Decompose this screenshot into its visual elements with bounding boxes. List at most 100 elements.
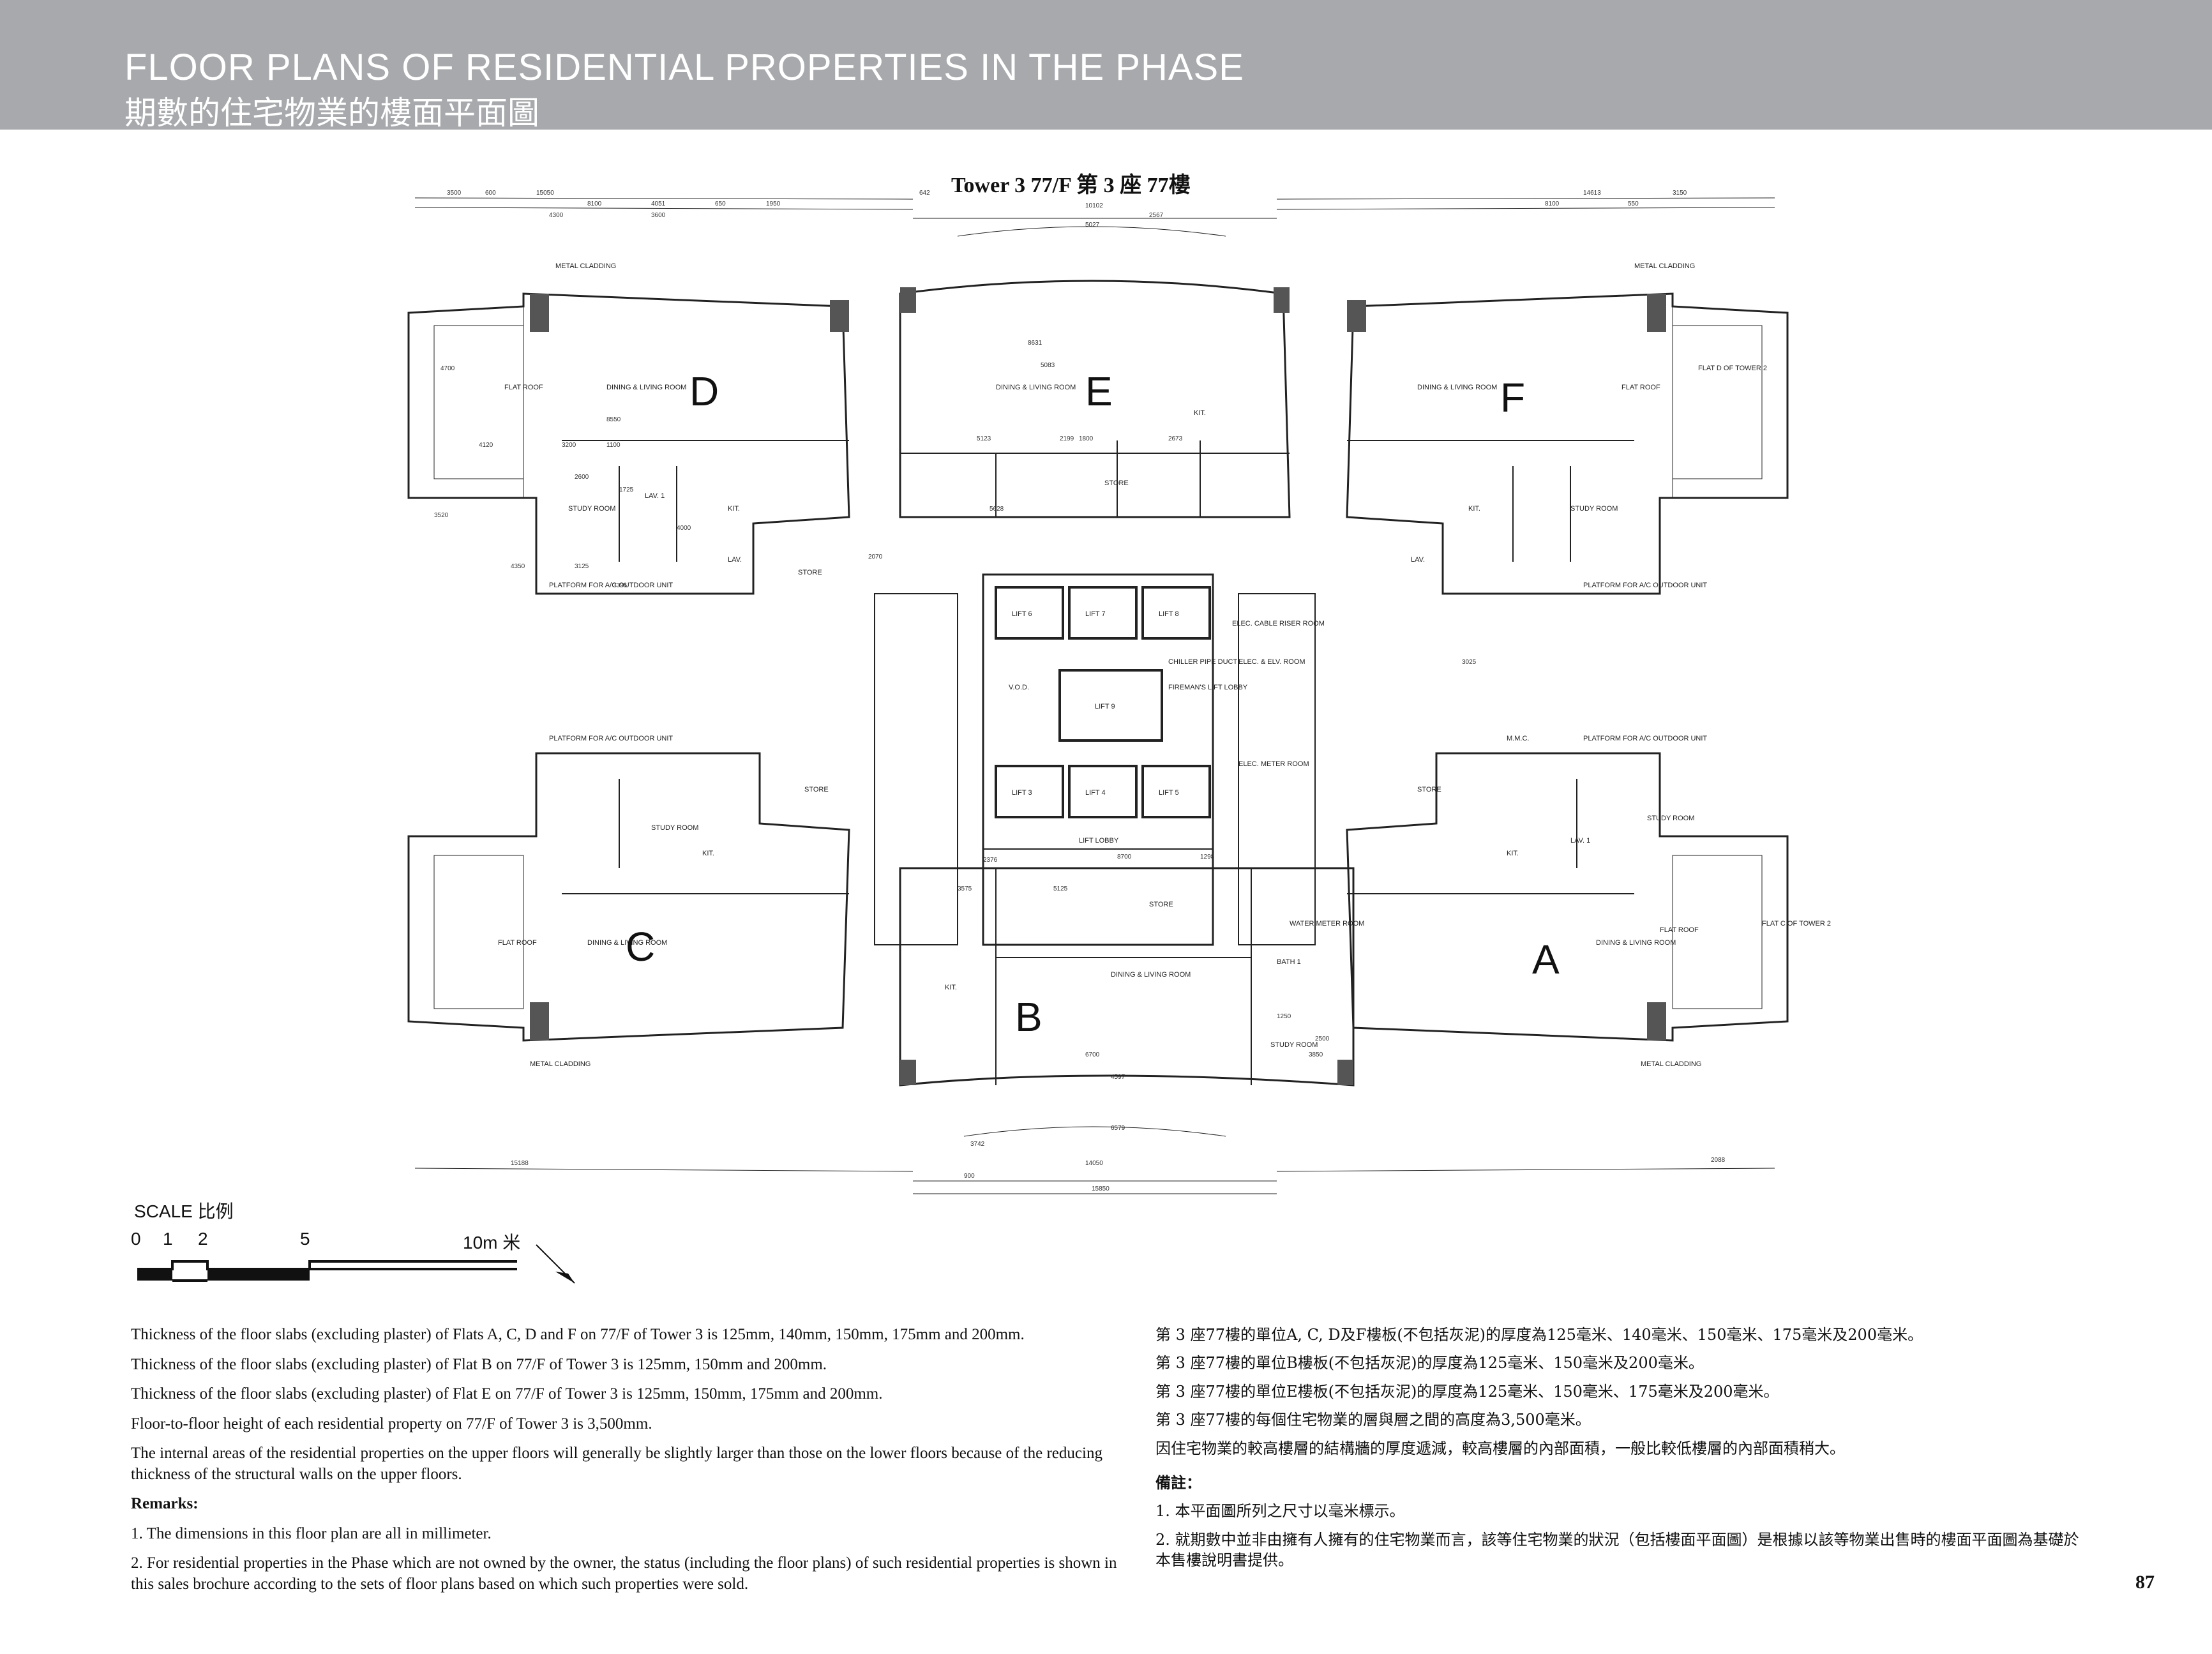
dimension-label: 8100: [587, 200, 602, 207]
dimension-label: 642: [919, 190, 930, 197]
dimension-label: 3150: [1673, 190, 1687, 197]
label-store-b: STORE: [1149, 901, 1173, 908]
label-mmc: M.M.C.: [1507, 735, 1529, 742]
note-en-5: The internal areas of the residential pr…: [131, 1445, 1102, 1483]
flat-label-a: A: [1532, 936, 1560, 982]
label-lav-f: LAV.: [1411, 556, 1425, 564]
note-zh-2: 第 3 座77樓的單位B樓板(不包括灰泥)的厚度為125毫米、150毫米及200…: [1155, 1354, 1704, 1372]
label-study-b: STUDY ROOM: [1270, 1041, 1318, 1049]
title-zh: 期數的住宅物業的樓面平面圖: [124, 94, 539, 132]
dimension-label: 3200: [562, 442, 576, 449]
page-header: FLOOR PLANS OF RESIDENTIAL PROPERTIES IN…: [0, 0, 2212, 132]
label-chiller: CHILLER PIPE DUCT: [1168, 658, 1237, 666]
dimension-label: 3520: [434, 512, 449, 519]
label-dining-d: DINING & LIVING ROOM: [606, 384, 686, 391]
dimension-label: 600: [485, 190, 496, 197]
dimension-label: 15850: [1092, 1185, 1110, 1192]
dimension-label: 2070: [868, 553, 883, 560]
dimension-label: 3395: [613, 582, 628, 589]
label-lift7: LIFT 7: [1085, 610, 1106, 618]
flat-label-b: B: [1015, 994, 1042, 1040]
flat-label-c: C: [626, 924, 655, 970]
label-metal-cladding-f: METAL CLADDING: [1634, 262, 1695, 270]
dimension-label: 5628: [989, 506, 1004, 513]
label-dining-c: DINING & LIVING ROOM: [587, 939, 667, 947]
label-platform-d: PLATFORM FOR A/C OUTDOOR UNIT: [549, 582, 673, 589]
note-en-1: Thickness of the floor slabs (excluding …: [131, 1326, 1025, 1343]
label-water-meter: WATER METER ROOM: [1290, 920, 1364, 928]
dimension-label: 8550: [606, 416, 621, 423]
title-en: FLOOR PLANS OF RESIDENTIAL PROPERTIES IN…: [124, 47, 1244, 88]
dimension-label: 3500: [447, 190, 462, 197]
dimension-label: 4597: [1111, 1074, 1125, 1081]
scale-bar: [137, 1260, 517, 1282]
dimension-label: 5123: [977, 435, 991, 442]
dimension-label: 2600: [575, 474, 589, 481]
dimension-label: 1100: [606, 442, 621, 449]
label-elec-riser: ELEC. CABLE RISER ROOM: [1232, 620, 1325, 628]
dimension-label: 3125: [575, 563, 589, 570]
remarks-heading-zh: 備註：: [1155, 1473, 1201, 1492]
dimension-label: 1950: [766, 200, 781, 207]
dimension-label: 3742: [970, 1141, 985, 1148]
dimension-label: 8100: [1545, 200, 1560, 207]
dimension-label: 3600: [651, 212, 666, 219]
label-lift6: LIFT 6: [1012, 610, 1032, 618]
dimension-label: 14613: [1583, 190, 1601, 197]
label-store-d: STORE: [798, 569, 822, 576]
scale-tick-2: 2: [198, 1229, 208, 1249]
dimension-label: 2376: [983, 857, 998, 864]
dimension-label: 4350: [511, 563, 525, 570]
label-kit-e: KIT.: [1194, 409, 1206, 417]
dimension-label: 15188: [511, 1160, 529, 1167]
scale-tick-5: 5: [300, 1229, 310, 1249]
label-elec-meter: ELEC. METER ROOM: [1238, 760, 1309, 768]
label-platform-a: PLATFORM FOR A/C OUTDOOR UNIT: [1583, 735, 1707, 742]
dimension-label: 550: [1628, 200, 1639, 207]
label-lift9: LIFT 9: [1095, 703, 1115, 710]
label-study-a: STUDY ROOM: [1647, 815, 1694, 822]
notes-english: Thickness of the floor slabs (excluding …: [131, 1325, 1130, 1604]
dimension-label: 6700: [1085, 1051, 1100, 1058]
label-lift-lobby: LIFT LOBBY: [1079, 837, 1119, 845]
remark-en-1: 1. The dimensions in this floor plan are…: [131, 1524, 492, 1542]
label-kit-a: KIT.: [1507, 850, 1519, 857]
scale-label: SCALE 比例: [134, 1201, 234, 1221]
north-arrow-icon: [536, 1244, 575, 1284]
dimension-label: 900: [964, 1173, 975, 1180]
note-zh-4: 第 3 座77樓的每個住宅物業的層與層之間的高度為3,500毫米。: [1155, 1411, 1591, 1429]
label-platform-c: PLATFORM FOR A/C OUTDOOR UNIT: [549, 735, 673, 742]
label-lift8: LIFT 8: [1159, 610, 1179, 618]
note-zh-3: 第 3 座77樓的單位E樓板(不包括灰泥)的厚度為125毫米、150毫米、175…: [1155, 1382, 1779, 1401]
label-metal-cladding-a: METAL CLADDING: [1641, 1060, 1701, 1068]
label-store-c: STORE: [804, 786, 829, 793]
dimension-label: 4120: [479, 442, 493, 449]
label-study-d: STUDY ROOM: [568, 505, 615, 513]
label-study-f: STUDY ROOM: [1570, 505, 1618, 513]
label-store-e: STORE: [1104, 479, 1129, 487]
dimension-label: 2500: [1315, 1035, 1330, 1042]
label-firemans-lobby: FIREMAN'S LIFT LOBBY: [1168, 684, 1248, 691]
scale-ticks: 0 1 2 5 10m 米: [131, 1229, 539, 1252]
note-zh-5: 因住宅物業的較高樓層的結構牆的厚度遞減，較高樓層的內部面積，一般比較低樓層的內部…: [1155, 1439, 1845, 1457]
label-kit-b: KIT.: [945, 984, 957, 991]
dimension-label: 15050: [536, 190, 554, 197]
scale-tick-0: 0: [131, 1229, 141, 1249]
label-kit-c: KIT.: [702, 850, 714, 857]
dimension-label: 3850: [1309, 1051, 1323, 1058]
dimension-label: 4300: [549, 212, 564, 219]
label-lav1-a: LAV. 1: [1570, 837, 1590, 845]
note-en-4: Floor-to-floor height of each residentia…: [131, 1415, 652, 1432]
page-number: 87: [2135, 1572, 2155, 1593]
label-kit-d: KIT.: [728, 505, 740, 513]
label-dining-f: DINING & LIVING ROOM: [1417, 384, 1497, 391]
dimension-label: 5125: [1053, 885, 1068, 892]
label-lav-d: LAV.: [728, 556, 742, 564]
dimension-label: 1725: [619, 486, 634, 493]
notes-chinese: 第 3 座77樓的單位A, C, D及F樓板(不包括灰泥)的厚度為125毫米、1…: [1155, 1325, 2081, 1579]
dimension-label: 2088: [1711, 1157, 1726, 1164]
plan-title: Tower 3 77/F 第 3 座 77樓: [951, 174, 1191, 197]
label-bath1-b: BATH 1: [1277, 958, 1301, 966]
remark-en-2: 2. For residential properties in the Pha…: [131, 1554, 1117, 1593]
flat-label-f: F: [1500, 375, 1525, 421]
